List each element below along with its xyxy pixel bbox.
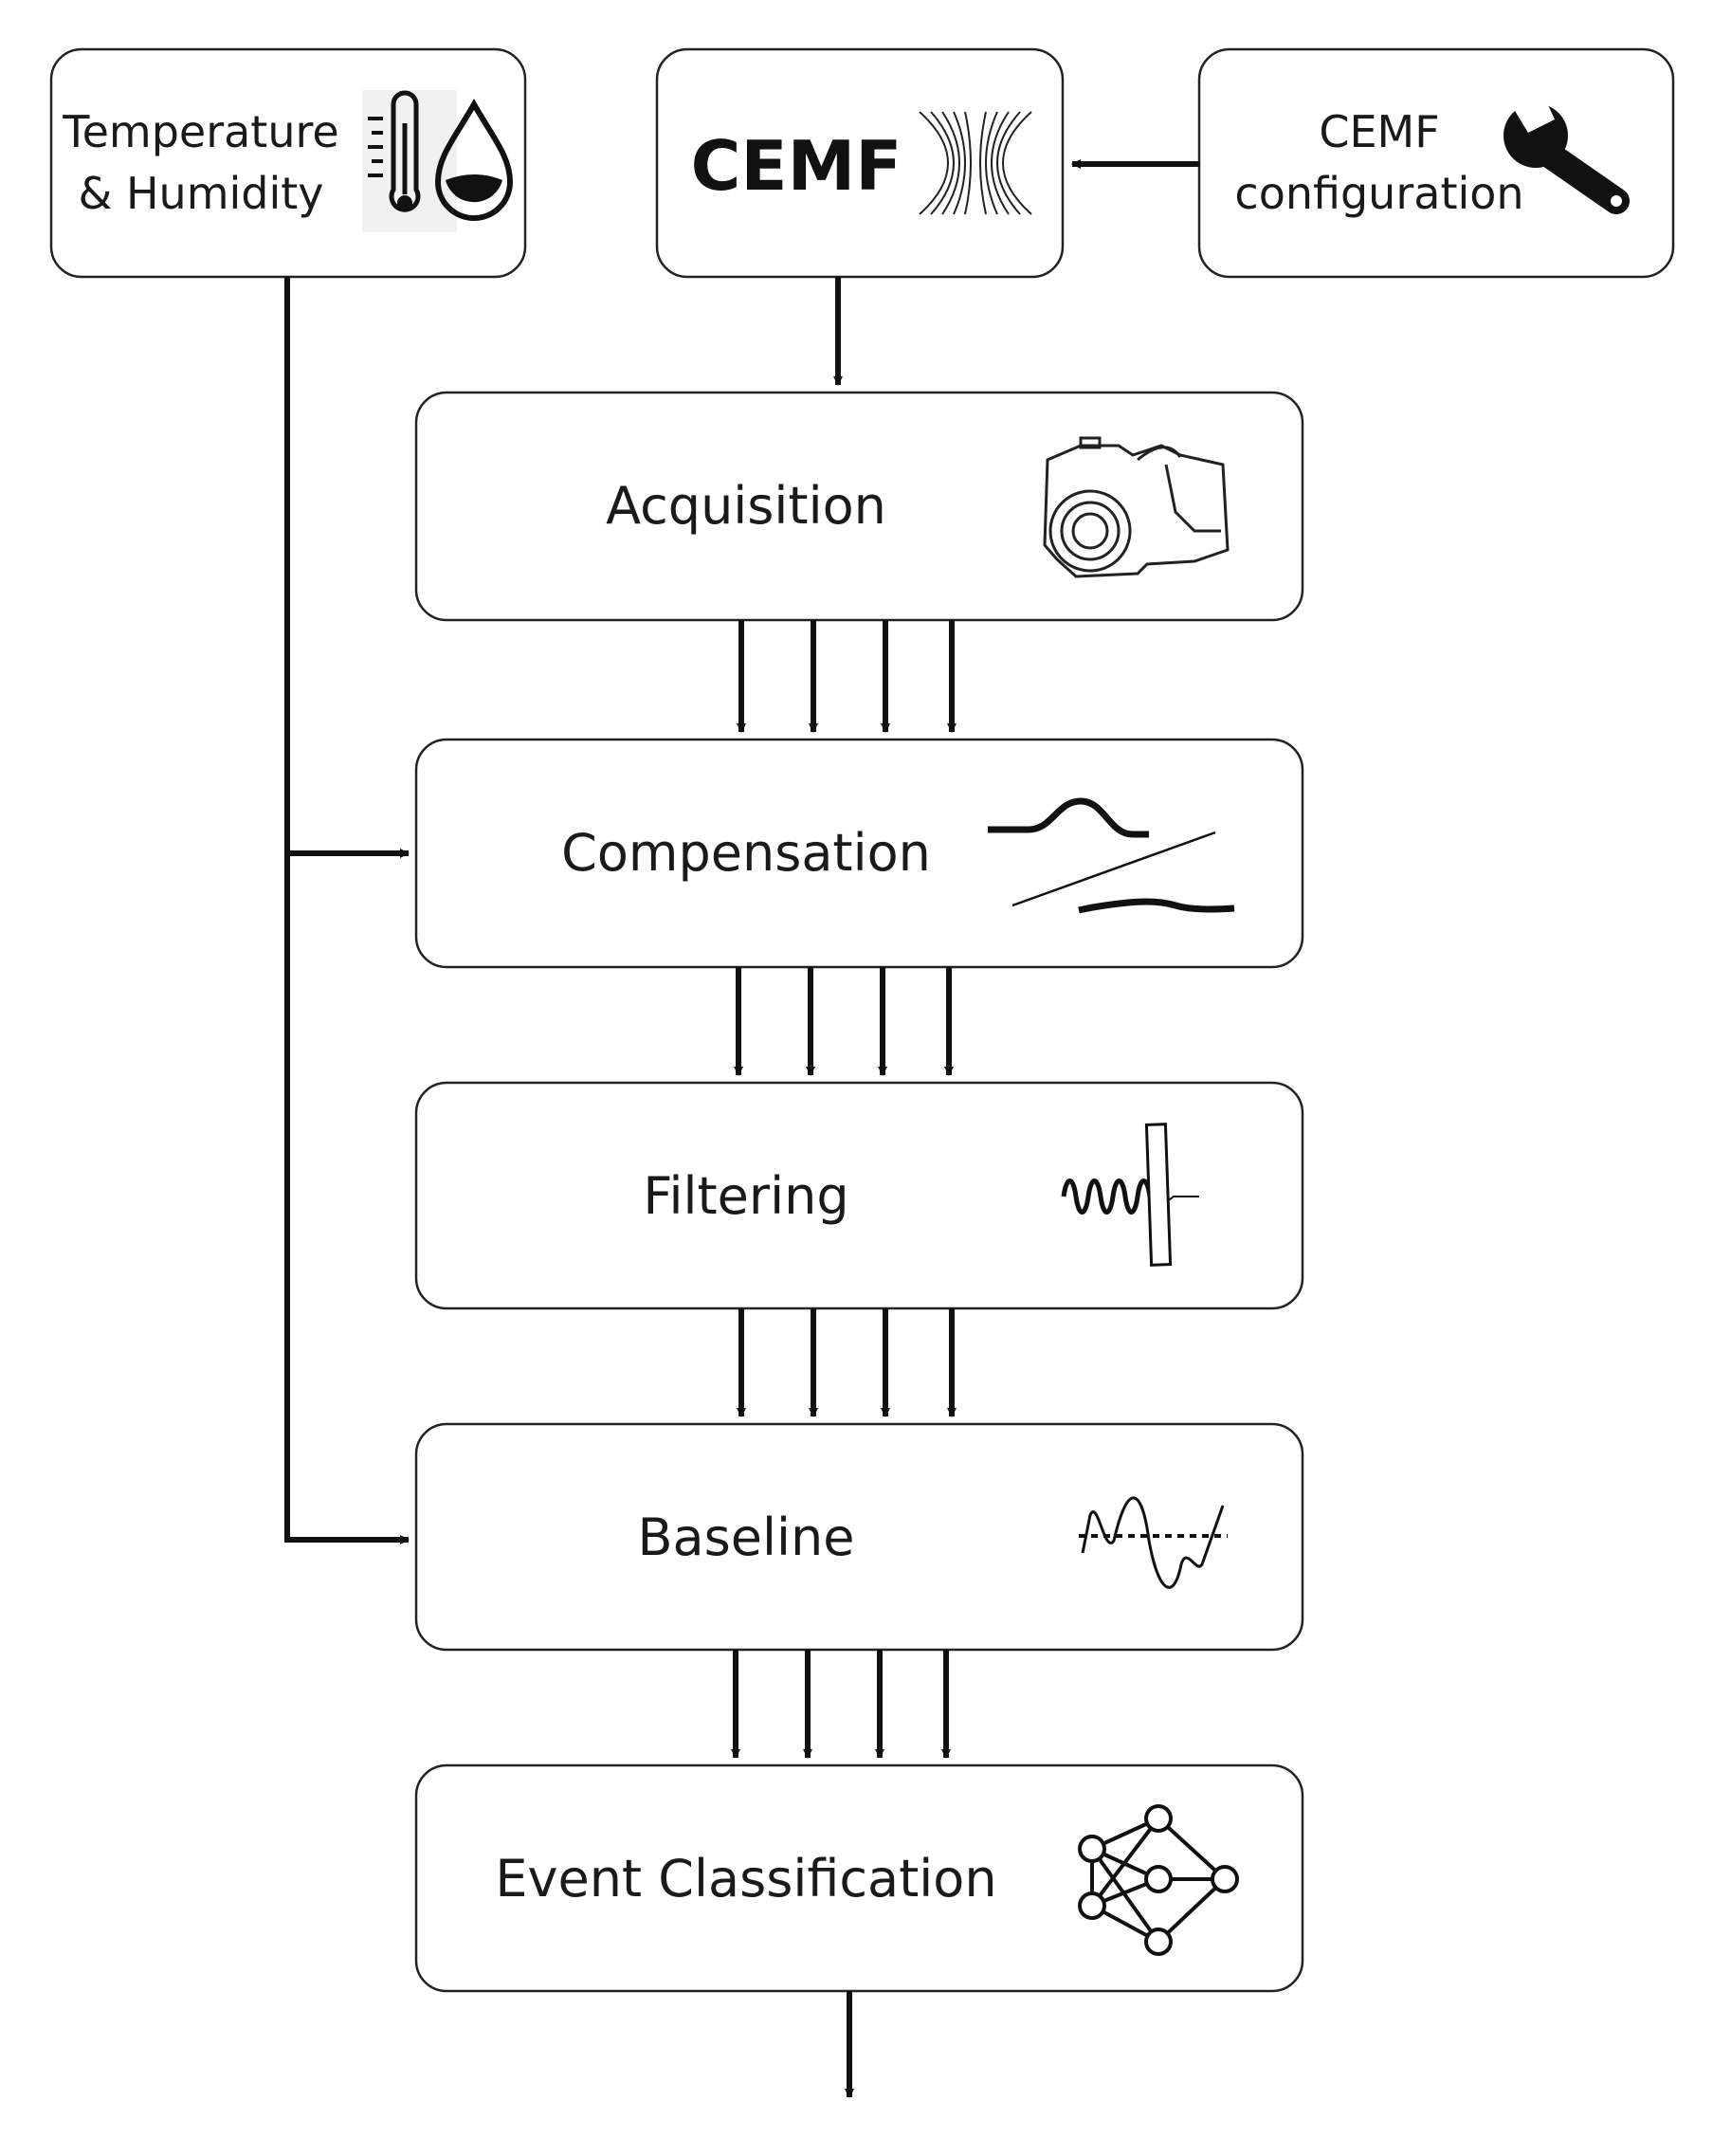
arrow-temperature-to-baseline xyxy=(284,277,410,1544)
acquisition-node: Acquisition xyxy=(414,391,1304,622)
cemf-node: CEMF xyxy=(655,47,1065,279)
acquisition-label: Acquisition xyxy=(606,476,886,536)
filtering-node: Filtering xyxy=(414,1081,1304,1310)
event-classification-label: Event Classification xyxy=(495,1849,996,1909)
wrench-icon xyxy=(1503,95,1630,214)
neural-network-icon xyxy=(1078,1804,1239,1956)
cemf-configuration-label-line2: configuration xyxy=(1234,168,1523,219)
compensation-node: Compensation xyxy=(414,738,1304,969)
temperature-humidity-node: Temperature & Humidity xyxy=(49,47,527,279)
field-lines-icon xyxy=(919,111,1032,215)
filter-wave-icon xyxy=(1061,1123,1199,1267)
camera-icon xyxy=(1043,436,1230,578)
baseline-node: Baseline xyxy=(414,1422,1304,1652)
temperature-humidity-label-line2: & Humidity xyxy=(78,168,323,219)
thermometer-droplet-icon xyxy=(362,90,514,232)
baseline-label: Baseline xyxy=(638,1507,855,1567)
filtering-label: Filtering xyxy=(643,1166,848,1226)
compensation-label: Compensation xyxy=(561,823,931,883)
baseline-wave-icon xyxy=(1079,1496,1228,1589)
signal-compensation-icon xyxy=(988,797,1235,914)
cemf-configuration-node: CEMF configuration xyxy=(1197,47,1675,279)
cemf-label: CEMF xyxy=(691,126,902,206)
temperature-humidity-label-line1: Temperature xyxy=(62,106,338,157)
event-classification-node: Event Classification xyxy=(414,1763,1304,1993)
connectors xyxy=(284,159,1199,2098)
cemf-configuration-label-line1: CEMF xyxy=(1319,106,1439,157)
